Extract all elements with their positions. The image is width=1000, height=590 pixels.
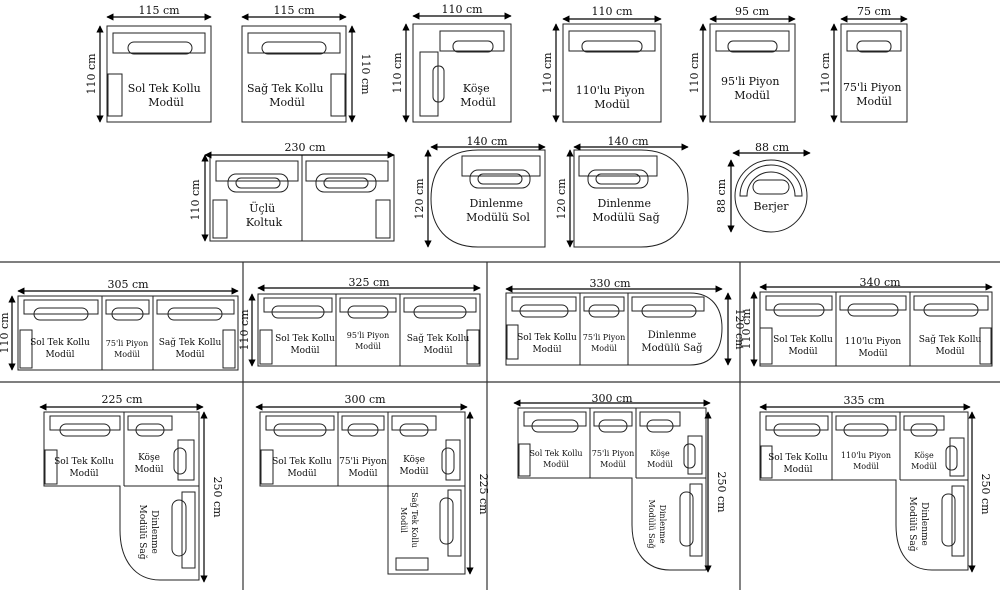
module-label: Berjer bbox=[753, 200, 789, 213]
dim-height: 110 cm bbox=[0, 312, 11, 354]
dim-width: 230 cm bbox=[284, 141, 326, 154]
dim-height: 120 cm bbox=[413, 178, 426, 220]
module-dinlenme-sol: 140 cm 120 cm Dinlenme Modülü Sol bbox=[413, 135, 546, 248]
dim-width: 140 cm bbox=[466, 135, 508, 148]
dim-width: 225 cm bbox=[101, 393, 143, 406]
dim-width: 300 cm bbox=[591, 392, 633, 405]
dim-width: 140 cm bbox=[607, 135, 649, 148]
part-label: DinlenmeModülü Sağ bbox=[137, 504, 159, 559]
dim-height: 88 cm bbox=[715, 178, 728, 213]
dim-height: 250 cm bbox=[211, 476, 224, 518]
module-sag-tek-kollu: 115 cm 110 cm Sağ Tek Kollu Modül bbox=[241, 4, 372, 123]
module-95-piyon: 95 cm 110 cm 95'li Piyon Modül bbox=[688, 5, 796, 123]
dim-height: 110 cm bbox=[740, 308, 753, 350]
dim-width: 110 cm bbox=[591, 5, 633, 18]
grid-separators bbox=[0, 261, 1000, 590]
module-uclu-koltuk: 230 cm 110 cm Üçlü Koltuk bbox=[189, 141, 395, 242]
module-label: Dinlenme Modülü Sol bbox=[466, 197, 530, 224]
module-label: Sol Tek Kollu Modül bbox=[128, 82, 205, 109]
dim-height: 110 cm bbox=[189, 179, 202, 221]
module-label: Dinlenme Modülü Sağ bbox=[592, 197, 659, 224]
module-75-piyon: 75 cm 110 cm 75'li Piyon Modül bbox=[819, 5, 908, 123]
dim-height: 120 cm bbox=[555, 178, 568, 220]
dim-width: 305 cm bbox=[107, 278, 149, 291]
module-berjer: 88 cm 88 cm Berjer bbox=[715, 141, 811, 233]
dim-width: 115 cm bbox=[273, 4, 315, 17]
dim-height: 110 cm bbox=[391, 52, 404, 94]
part-label: DinlenmeModülü Sağ bbox=[907, 496, 929, 551]
module-label: Üçlü Koltuk bbox=[246, 201, 283, 229]
dim-height: 110 cm bbox=[688, 52, 701, 94]
part-label: DinlenmeModülü Sağ bbox=[647, 500, 667, 549]
module-110-piyon: 110 cm 110 cm 110'lu Piyon Modül bbox=[541, 5, 662, 123]
module-dinlenme-sag: 140 cm 120 cm Dinlenme Modülü Sağ bbox=[555, 135, 689, 248]
dim-width: 115 cm bbox=[138, 4, 180, 17]
module-label: 110'lu Piyon Modül bbox=[576, 84, 648, 111]
dim-width: 88 cm bbox=[755, 141, 790, 154]
dim-width: 330 cm bbox=[589, 277, 631, 290]
dim-width: 75 cm bbox=[857, 5, 892, 18]
dim-height: 110 cm bbox=[819, 52, 832, 94]
dim-width: 95 cm bbox=[735, 5, 770, 18]
module-label: Sağ Tek Kollu Modül bbox=[247, 82, 327, 109]
dim-width: 335 cm bbox=[843, 394, 885, 407]
module-label: 75'li Piyon Modül bbox=[843, 81, 905, 108]
dim-width: 340 cm bbox=[859, 276, 901, 289]
dim-height: 110 cm bbox=[541, 52, 554, 94]
dim-height: 110 cm bbox=[238, 309, 251, 351]
dim-width: 110 cm bbox=[441, 3, 483, 16]
dim-height: 120 cm bbox=[733, 308, 746, 350]
dim-width: 325 cm bbox=[348, 276, 390, 289]
dim-height: 250 cm bbox=[715, 471, 728, 513]
part-label: Sağ Tek KolluModül bbox=[399, 492, 419, 548]
module-label: 95'li Piyon Modül bbox=[721, 75, 783, 102]
dim-height: 110 cm bbox=[359, 53, 372, 95]
module-label: Köşe Modül bbox=[460, 82, 496, 109]
module-sol-tek-kollu: 115 cm 110 cm Sol Tek Kollu Modül bbox=[85, 4, 212, 123]
module-kose: 110 cm 110 cm Köşe Modül bbox=[391, 3, 512, 123]
dim-height: 110 cm bbox=[85, 53, 98, 95]
dim-height: 225 cm bbox=[477, 473, 490, 515]
dim-width: 300 cm bbox=[344, 393, 386, 406]
dim-height: 250 cm bbox=[979, 473, 992, 515]
